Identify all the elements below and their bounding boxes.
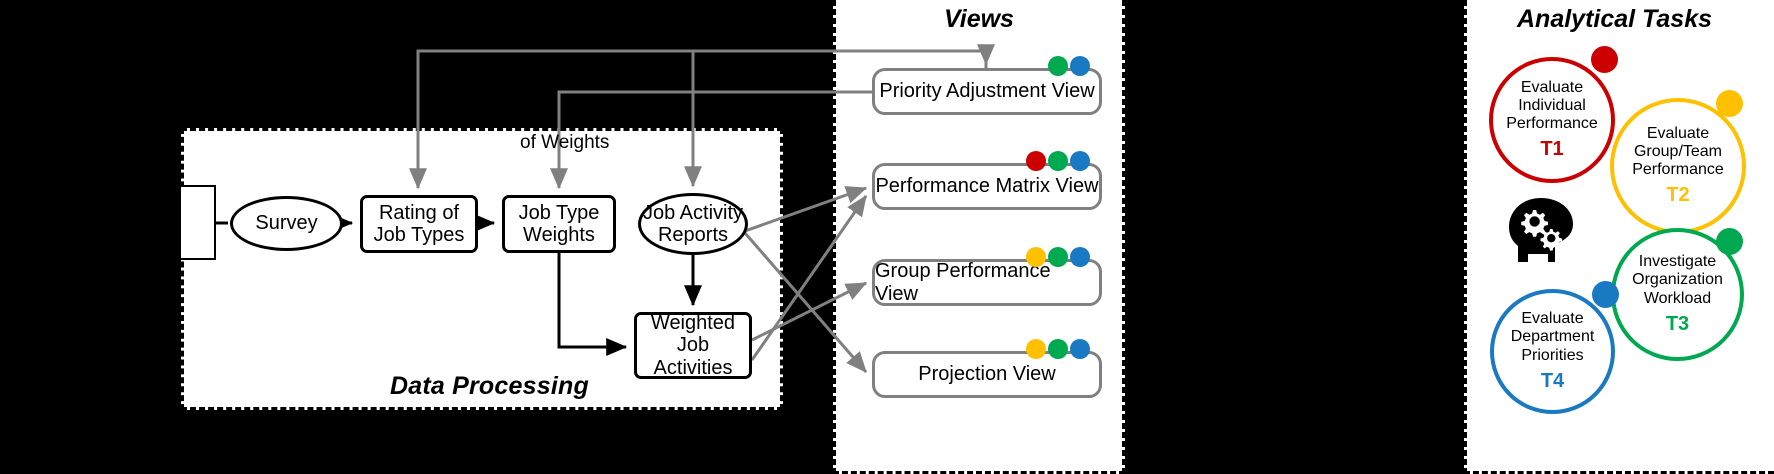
status-dot-green (1048, 339, 1068, 359)
node-job-activity-reports[interactable]: Job Activity Reports (638, 193, 748, 255)
node-survey-label: Survey (255, 212, 318, 235)
task-circle-t1[interactable]: Evaluate Individual Performance T1 (1489, 57, 1615, 183)
task-dot-t3 (1716, 228, 1743, 255)
node-weighted-label: Weighted Job Activities (650, 311, 736, 379)
task-label: Evaluate Individual Performance (1506, 78, 1598, 133)
status-dot-blue (1070, 56, 1090, 76)
task-id: T4 (1540, 369, 1565, 392)
task-circle-t4[interactable]: Evaluate Department Priorities T4 (1490, 289, 1615, 414)
view-dots-group-performance (1026, 247, 1090, 267)
head-with-gears-icon (1509, 198, 1573, 262)
panel-title-views: Views (944, 5, 1014, 33)
panel-title-data-processing: Data Processing (390, 372, 589, 400)
status-dot-blue (1070, 151, 1090, 171)
view-card-priority-adjustment[interactable]: Priority Adjustment View (872, 68, 1102, 115)
node-survey[interactable]: Survey (230, 196, 343, 251)
data-source-stub (181, 185, 216, 260)
status-dot-yellow (1026, 339, 1046, 359)
task-label: Investigate Organization Workload (1632, 253, 1723, 307)
status-dot-yellow (1026, 247, 1046, 267)
task-id: T2 (1666, 184, 1690, 207)
node-reports-label: Job Activity Reports (642, 201, 744, 246)
view-dots-projection (1026, 339, 1090, 359)
node-rating-of-job-types[interactable]: Rating of Job Types (360, 195, 478, 253)
view-card-label: Projection View (918, 363, 1056, 385)
task-id: T3 (1665, 312, 1690, 335)
node-weights-label: Job Type Weights (518, 201, 600, 246)
view-card-label: Performance Matrix View (875, 175, 1099, 197)
node-job-type-weights[interactable]: Job Type Weights (502, 195, 616, 253)
status-dot-blue (1070, 247, 1090, 267)
status-dot-green (1048, 56, 1068, 76)
view-dots-performance-matrix (1026, 151, 1090, 171)
view-card-label: Priority Adjustment View (879, 80, 1095, 102)
task-dot-t1 (1591, 46, 1618, 73)
panel-title-analytical-tasks: Analytical Tasks (1517, 5, 1713, 33)
view-card-group-performance[interactable]: Group Performance View (872, 259, 1102, 306)
edge-label-of-weights: of Weights (520, 132, 610, 153)
task-label: Evaluate Group/Team Performance (1632, 124, 1724, 179)
view-card-performance-matrix[interactable]: Performance Matrix View (872, 163, 1102, 210)
task-label: Evaluate Department Priorities (1510, 310, 1595, 364)
node-weighted-job-activities[interactable]: Weighted Job Activities (634, 312, 752, 379)
view-dots-priority-adjustment (1048, 56, 1090, 76)
view-card-label: Group Performance View (875, 259, 1051, 305)
status-dot-blue (1070, 339, 1090, 359)
status-dot-green (1048, 151, 1068, 171)
status-dot-red (1026, 151, 1046, 171)
task-id: T1 (1540, 138, 1564, 161)
task-circle-t2[interactable]: Evaluate Group/Team Performance T2 (1610, 98, 1746, 234)
task-dot-t4 (1592, 281, 1619, 308)
view-card-projection[interactable]: Projection View (872, 351, 1102, 398)
task-dot-t2 (1716, 90, 1743, 117)
status-dot-green (1048, 247, 1068, 267)
node-rating-label: Rating of Job Types (373, 201, 465, 246)
